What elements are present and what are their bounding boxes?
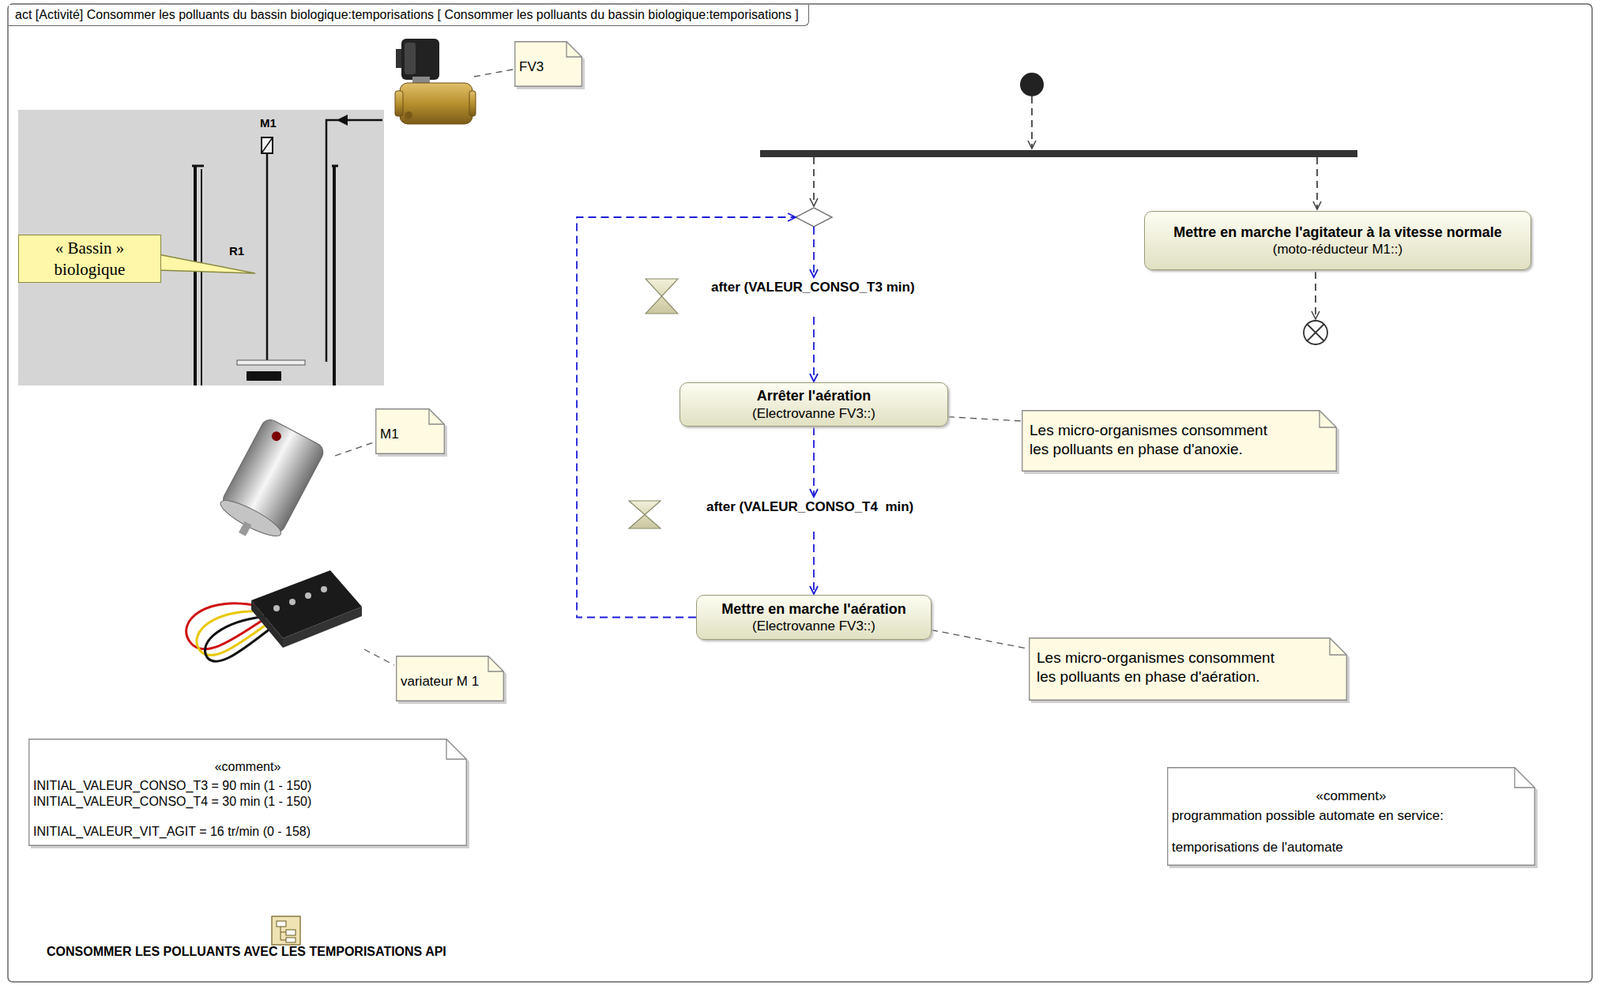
solenoid-valve-picture — [395, 38, 476, 125]
node-text: Arrêter l'aération — [756, 387, 871, 406]
note-box: M1 — [375, 408, 445, 455]
control-flow — [1316, 157, 1318, 210]
control-flow — [813, 531, 815, 595]
node-text: « Bassin » biologique — [25, 237, 155, 280]
node-subtext: INITIAL_VALEUR_VIT_AGIT = 16 tr/min (0 -… — [33, 824, 463, 840]
note-box: Les micro-organismes consomment les poll… — [1028, 637, 1348, 701]
node-subtext: INITIAL_VALEUR_CONSO_T3 = 90 min (1 - 15… — [33, 778, 463, 795]
node-subtext: INITIAL_VALEUR_CONSO_T4 = 30 min (1 - 15… — [33, 794, 463, 810]
leader-line — [335, 442, 374, 456]
comment-box: «comment» programmation possible automate… — [1167, 767, 1536, 866]
time-event: after (VALEUR_CONSO_T3 min) — [644, 278, 915, 317]
node-subtext: (Electrovanne FV3::) — [752, 617, 876, 635]
node-text: Les micro-organismes consomment les poll… — [1036, 648, 1284, 687]
node-text: after (VALEUR_CONSO_T3 min) — [711, 278, 915, 296]
flow-final-node — [1303, 320, 1328, 345]
fork-bar — [760, 150, 1358, 158]
node-text: Mettre en marche l'aération — [721, 600, 906, 619]
control-flow — [1031, 96, 1033, 149]
control-flow — [813, 316, 815, 382]
note-box: FV3 — [514, 41, 583, 87]
action-box: Mettre en marche l'agitateur à la vitess… — [1144, 210, 1532, 271]
anchor-line — [931, 630, 1029, 650]
action-box: Mettre en marche l'aération(Electrovanne… — [696, 594, 932, 640]
node-text: variateur M 1 — [400, 673, 500, 690]
connector-segment — [813, 226, 815, 278]
node-subtext: (Electrovanne FV3::) — [752, 405, 876, 422]
control-flow — [1314, 271, 1317, 320]
callout-box: « Bassin » biologique — [18, 234, 162, 283]
connector-segment — [813, 316, 815, 382]
action-box: Arrêter l'aération(Electrovanne FV3::) — [679, 382, 949, 427]
node-subtext: temporisations de l'automate — [1171, 839, 1531, 856]
node-text: FV3 — [519, 58, 578, 76]
node-text: Les micro-organismes consomment les poll… — [1029, 421, 1277, 460]
node-text: «comment» — [1171, 787, 1531, 805]
control-flow — [813, 427, 815, 497]
connector-segment — [931, 630, 1029, 650]
frame-title: act [Activité] Consommer les polluants d… — [8, 4, 810, 27]
initial-node — [1020, 72, 1044, 97]
hourglass-symbol — [628, 500, 662, 530]
merge-diamond — [795, 207, 832, 227]
connector-segment — [813, 427, 815, 497]
part-label: R1 — [229, 244, 245, 258]
time-event: after (VALEUR_CONSO_T4 min) — [628, 497, 914, 531]
connector-segment — [813, 531, 815, 595]
control-flow — [813, 157, 815, 207]
motor-picture — [212, 416, 327, 550]
note-box: Les micro-organismes consomment les poll… — [1021, 410, 1337, 472]
speed-controller-picture — [186, 570, 362, 662]
diagram-link-icon — [271, 916, 301, 945]
leader-line — [474, 69, 513, 77]
anchor-line — [948, 417, 1022, 422]
node-text: Mettre en marche l'agitateur à la vitess… — [1173, 223, 1502, 242]
basin-picture — [18, 109, 384, 386]
leader-line — [364, 649, 395, 666]
node-text: «comment» — [33, 759, 463, 776]
node-text: after (VALEUR_CONSO_T4 min) — [706, 498, 914, 516]
node-text: M1 — [380, 425, 441, 443]
note-box: variateur M 1 — [395, 655, 505, 702]
connector-segment — [948, 417, 1022, 422]
node-subtext: (moto-réducteur M1::) — [1272, 240, 1403, 258]
frame-border — [7, 3, 1593, 983]
part-label: M1 — [259, 116, 277, 130]
diagram-link-label: CONSOMMER LES POLLUANTS AVEC LES TEMPORI… — [46, 944, 447, 960]
hourglass-symbol — [644, 278, 679, 315]
node-subtext: programmation possible automate en servi… — [1171, 807, 1531, 825]
comment-box: «comment» INITIAL_VALEUR_CONSO_T3 = 90 mi… — [28, 738, 467, 847]
